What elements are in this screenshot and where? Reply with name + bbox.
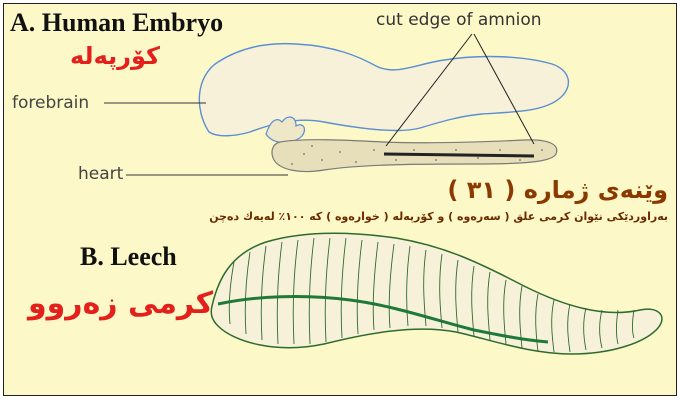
figure-caption: بەراوردێکی نێوان کرمی علق ( سەرەوە ) و ک… xyxy=(209,210,668,223)
human-embryo-title: A. Human Embryo xyxy=(10,8,223,38)
embryo-notochord xyxy=(384,154,534,156)
human-embryo-drawing xyxy=(104,34,568,175)
leech-drawing xyxy=(211,233,662,354)
embryo-head-outline xyxy=(199,44,568,136)
embryo-kurdish-label: کۆرپەلە xyxy=(70,42,160,70)
diagram-slide: A. Human Embryo کۆرپەلە cut edge of amni… xyxy=(3,3,677,396)
cut-edge-of-amnion-label: cut edge of amnion xyxy=(376,10,542,30)
leech-body-outline xyxy=(211,233,662,354)
leech-title: B. Leech xyxy=(80,242,177,272)
forebrain-label: forebrain xyxy=(12,93,89,113)
figure-title: وێنەی ژمارە ( ٣١ ) xyxy=(447,176,668,204)
heart-label: heart xyxy=(78,164,123,184)
leech-kurdish-label: کرمی زەروو xyxy=(28,286,213,321)
